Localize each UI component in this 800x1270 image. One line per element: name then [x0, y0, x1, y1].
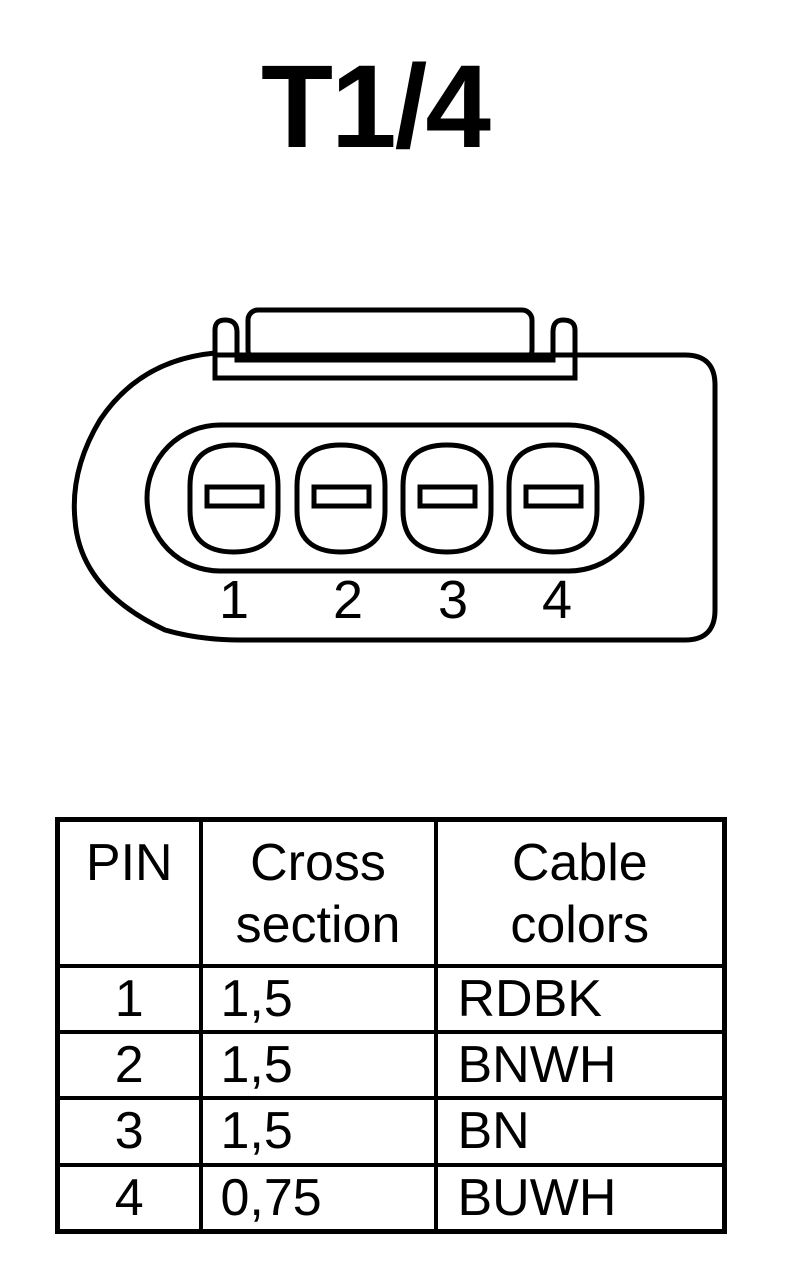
cell-cable-colors: RDBK: [433, 963, 727, 1034]
pin-3: [400, 442, 494, 555]
cell-pin: 2: [55, 1029, 203, 1101]
pin-2: [294, 442, 388, 555]
pin-label-4: 4: [542, 570, 572, 630]
cell-pin: 1: [55, 963, 203, 1034]
cell-cross-section: 1,5: [198, 1029, 438, 1101]
cell-pin: 4: [55, 1162, 203, 1234]
table-row: 3 1,5 BN: [55, 1096, 727, 1167]
cell-cable-colors: BN: [433, 1096, 727, 1167]
header-pin: PIN: [55, 817, 203, 968]
cell-cable-colors: BUWH: [433, 1162, 727, 1234]
header-cable-colors: Cable colors: [433, 817, 727, 968]
pin-label-3: 3: [438, 570, 468, 630]
connector-title: T1/4: [260, 41, 491, 173]
pin-4: [506, 442, 600, 555]
connector-diagram: 1 2 3 4: [71, 307, 718, 643]
pin-label-1: 1: [219, 570, 249, 630]
pin-table: PIN Cross section Cable colors 1 1,5 RDB…: [55, 817, 727, 1235]
cell-cable-colors: BNWH: [433, 1029, 727, 1101]
pin-1: [187, 442, 281, 555]
header-cross-section: Cross section: [198, 817, 438, 968]
table-row: 1 1,5 RDBK: [55, 963, 727, 1034]
table-row: 2 1,5 BNWH: [55, 1029, 727, 1101]
cell-pin: 3: [55, 1096, 203, 1167]
connector-latch: [212, 317, 578, 381]
pin-label-2: 2: [333, 570, 363, 630]
connector-housing: [71, 350, 718, 643]
table-header-row: PIN Cross section Cable colors: [55, 817, 727, 968]
connector-latch-top: [245, 307, 535, 363]
table-row: 4 0,75 BUWH: [55, 1162, 727, 1234]
cell-cross-section: 1,5: [198, 963, 438, 1034]
cell-cross-section: 1,5: [198, 1096, 438, 1167]
pin-cavity: [144, 422, 645, 574]
cell-cross-section: 0,75: [198, 1162, 438, 1234]
